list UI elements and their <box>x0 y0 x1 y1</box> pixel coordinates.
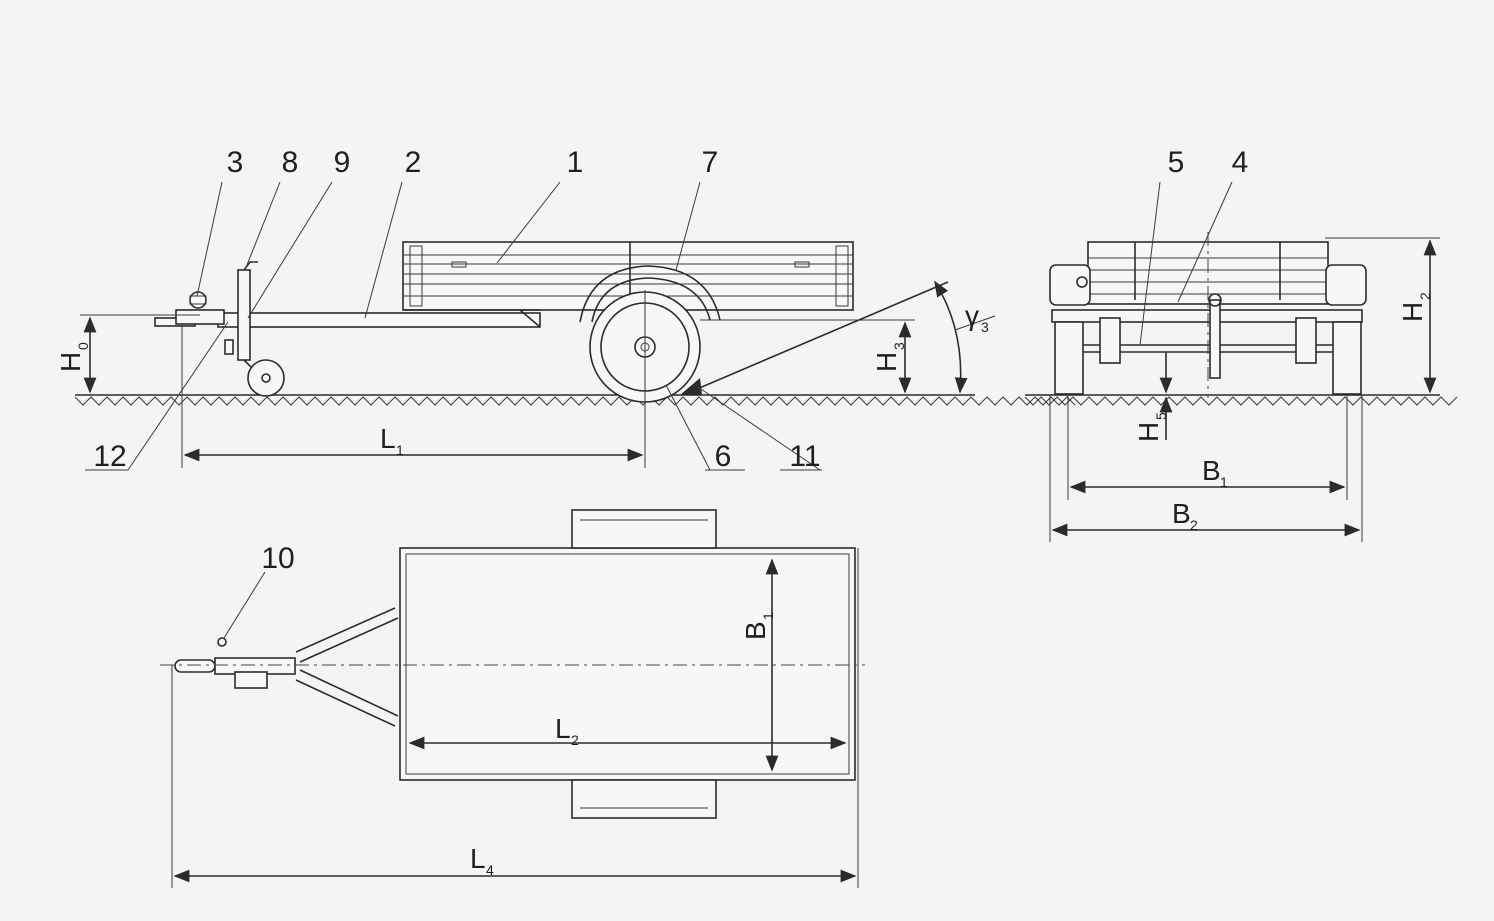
svg-text:4: 4 <box>486 862 494 878</box>
svg-text:H: H <box>871 352 902 372</box>
svg-text:2: 2 <box>571 732 579 748</box>
dim-H3: H 3 <box>871 342 907 372</box>
dim-H2: H 2 <box>1397 292 1433 322</box>
svg-text:5: 5 <box>1153 412 1169 420</box>
svg-text:L: L <box>470 843 486 874</box>
callout-2: 2 <box>405 146 422 179</box>
fender-top-lower <box>571 779 717 819</box>
svg-text:H: H <box>55 352 86 372</box>
fender-top-upper <box>571 509 717 549</box>
callout-5: 5 <box>1168 146 1185 179</box>
wheel-left-rear <box>1054 321 1084 395</box>
top-view <box>160 509 865 888</box>
rear-view <box>1024 181 1458 542</box>
svg-text:γ: γ <box>965 300 979 331</box>
svg-text:2: 2 <box>1190 517 1198 533</box>
drawbar-arm-upper <box>299 617 399 663</box>
ground-hatch-side <box>74 396 1076 406</box>
coupling-top <box>174 659 216 673</box>
ground-hatch-rear <box>1024 396 1458 406</box>
wheel-chock <box>680 378 702 395</box>
callout-10: 10 <box>261 542 294 575</box>
svg-text:1: 1 <box>760 612 776 620</box>
fender-side <box>579 265 721 323</box>
callout-7: 7 <box>702 146 719 179</box>
drawbar-side <box>217 312 541 328</box>
svg-text:1: 1 <box>1220 474 1228 490</box>
drawbar-arm-lower <box>299 669 399 717</box>
svg-text:B: B <box>1202 455 1221 486</box>
callout-11: 11 <box>789 440 820 473</box>
dim-L2: L 2 <box>555 713 579 748</box>
svg-text:3: 3 <box>981 319 989 335</box>
dim-B1-top: B 1 <box>740 612 776 640</box>
fender-left-rear <box>1049 264 1091 306</box>
svg-text:B: B <box>740 621 771 640</box>
callout-4: 4 <box>1232 146 1249 179</box>
dim-gamma3: γ 3 <box>965 300 989 335</box>
callout-9: 9 <box>334 146 351 179</box>
svg-text:L: L <box>555 713 571 744</box>
dim-L4: L 4 <box>470 843 494 878</box>
dim-B1-rear: B 1 <box>1202 455 1228 490</box>
fender-right-rear <box>1325 264 1367 306</box>
jockey-wheel <box>247 359 285 397</box>
callout-1: 1 <box>567 146 584 179</box>
side-view <box>74 181 1076 471</box>
svg-text:L: L <box>380 423 396 454</box>
dim-L1: L 1 <box>380 423 404 458</box>
svg-text:2: 2 <box>1417 292 1433 300</box>
dim-H0: H 0 <box>55 342 91 372</box>
callout-12: 12 <box>93 440 126 473</box>
wheel-right-rear <box>1332 321 1362 395</box>
callout-3: 3 <box>227 146 244 179</box>
svg-text:H: H <box>1133 422 1164 442</box>
dim-H5: H 5 <box>1133 412 1169 442</box>
dim-B2: B 2 <box>1172 498 1198 533</box>
svg-text:H: H <box>1397 302 1428 322</box>
jockey-wheel-post <box>237 269 251 361</box>
svg-text:B: B <box>1172 498 1191 529</box>
svg-text:1: 1 <box>396 442 404 458</box>
frame-rear <box>1051 309 1363 323</box>
cargo-body-top <box>399 547 856 781</box>
svg-text:0: 0 <box>75 342 91 350</box>
callout-6: 6 <box>715 440 732 473</box>
callout-8: 8 <box>282 146 299 179</box>
svg-text:3: 3 <box>891 342 907 350</box>
